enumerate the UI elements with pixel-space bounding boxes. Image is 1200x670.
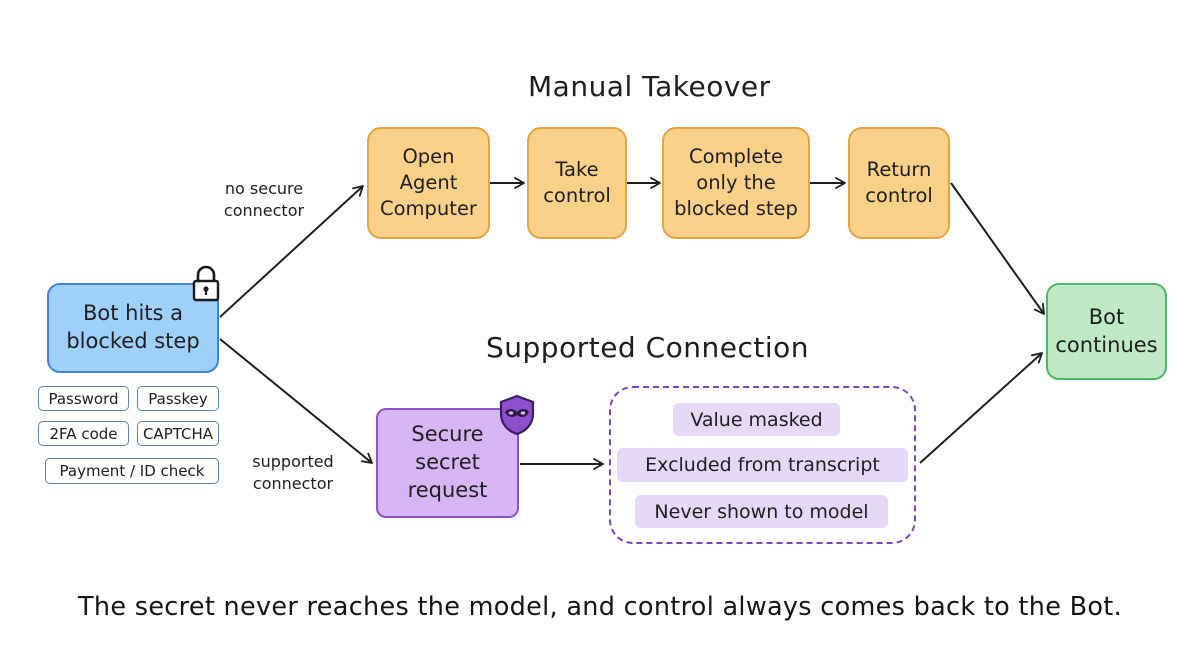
secure-secret-request-label: Secure secret request (407, 422, 488, 502)
bot-blocked-step-node: Bot hits a blocked step (47, 283, 219, 373)
edge-label-no-secure-connector: no secure connector (223, 179, 305, 221)
protection-excluded-from-transcript: Excluded from transcript (617, 448, 908, 482)
step-open-agent-computer-label: Open Agent Computer (380, 145, 477, 220)
chip-passkey: Passkey (137, 386, 219, 411)
bot-blocked-step-label: Bot hits a blocked step (66, 301, 200, 353)
edge-label-supported-connector: supported connector (252, 452, 334, 494)
arrow-return-to-continues (950, 182, 1045, 315)
footer-caption: The secret never reaches the model, and … (78, 592, 1122, 622)
step-return-control-label: Return control (865, 158, 933, 207)
step-complete-blocked-step: Complete only the blocked step (662, 127, 810, 239)
chip-2fa-code: 2FA code (38, 421, 129, 446)
step-take-control-label: Take control (543, 158, 611, 207)
step-complete-blocked-step-label: Complete only the blocked step (674, 145, 798, 220)
protections-panel (609, 386, 916, 544)
arrow-protections-to-continues (919, 352, 1043, 464)
arrow-start-to-open-agent (219, 185, 364, 318)
protection-never-shown-to-model: Never shown to model (635, 495, 888, 528)
masked-shield-icon (499, 394, 535, 436)
supported-connection-title: Supported Connection (486, 331, 810, 364)
bot-continues-node: Bot continues (1046, 283, 1167, 380)
bot-continues-label: Bot continues (1055, 304, 1158, 357)
step-take-control: Take control (527, 127, 627, 239)
arrow-start-to-secure-request (219, 338, 373, 464)
padlock-icon (192, 265, 220, 302)
protection-value-masked: Value masked (673, 403, 840, 436)
chip-password: Password (38, 386, 129, 411)
chip-payment-id-check: Payment / ID check (45, 458, 219, 484)
chip-captcha: CAPTCHA (137, 421, 219, 446)
step-return-control: Return control (848, 127, 950, 239)
step-open-agent-computer: Open Agent Computer (367, 127, 490, 239)
secure-secret-request-node: Secure secret request (376, 408, 519, 518)
manual-takeover-title: Manual Takeover (528, 70, 771, 103)
